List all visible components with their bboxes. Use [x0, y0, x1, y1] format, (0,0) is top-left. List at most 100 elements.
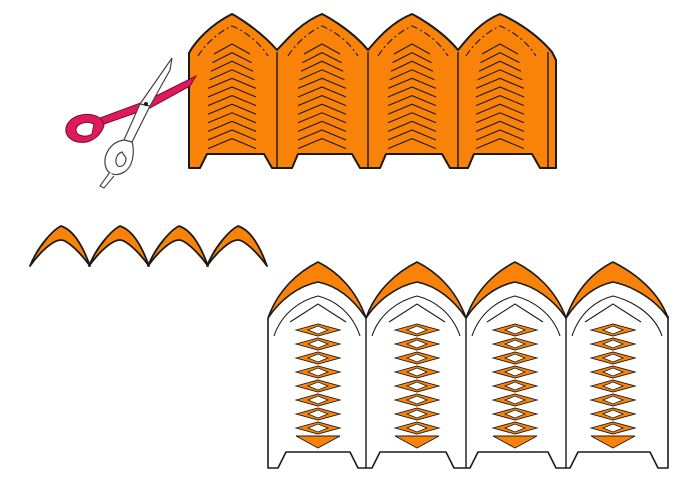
chevron-slit [297, 120, 347, 132]
chevron-slit [300, 60, 344, 72]
diamond-window [601, 367, 625, 377]
diamond-window [306, 395, 330, 405]
chevron-slit [387, 112, 437, 124]
inner-arch-line [471, 295, 561, 337]
diamond-window [306, 423, 330, 433]
chevron-slit [475, 77, 525, 89]
diamond-lattice [294, 323, 637, 449]
chevron-slit [392, 51, 432, 64]
chevron-slit [387, 95, 437, 107]
chevron-slits [207, 43, 525, 150]
chevron-slit [475, 103, 525, 115]
arch-cap [365, 261, 467, 319]
chevron-slit [297, 77, 347, 89]
diamond-window [405, 409, 429, 419]
arch-top-piece [206, 225, 268, 267]
diamond-window [405, 367, 429, 377]
diamond-window [601, 381, 625, 391]
inner-arch-line [273, 295, 361, 337]
panel-body [267, 316, 669, 469]
chevron-slit [299, 69, 345, 81]
diamond-window [306, 381, 330, 391]
diamond-window [405, 395, 429, 405]
diamond-base [295, 435, 341, 449]
inner-arch-peak [289, 303, 347, 323]
chevron-slit [297, 129, 347, 141]
arch-top-piece [29, 225, 91, 267]
diamond-base [492, 435, 538, 449]
chevron-slit [475, 112, 525, 124]
arch-top-piece [88, 225, 150, 267]
chevron-slit [297, 95, 347, 107]
diamond-window [405, 325, 429, 335]
chevron-slit [207, 77, 257, 89]
chevron-slit [475, 129, 525, 141]
diamond-window [601, 395, 625, 405]
chevron-slit [297, 86, 347, 98]
cut-arch-tops [29, 225, 268, 267]
diamond-window [306, 325, 330, 335]
chevron-slit [387, 103, 437, 115]
chevron-slit [475, 95, 525, 107]
scissors-grey-handle [104, 139, 134, 176]
dash-dot-arc [197, 25, 269, 57]
diamond-window [601, 353, 625, 363]
diamond-window [503, 353, 527, 363]
chevron-slit [297, 112, 347, 124]
diamond-window [503, 381, 527, 391]
finished-lantern-panel [267, 261, 669, 469]
diamond-window [306, 409, 330, 419]
diamond-window [405, 353, 429, 363]
dash-dot-cut-lines [197, 25, 537, 57]
chevron-slit [207, 103, 257, 115]
chevron-slit [389, 69, 435, 81]
diamond-window [503, 339, 527, 349]
arch-top-piece [147, 225, 209, 267]
chevron-slit [207, 86, 257, 98]
chevron-slit [387, 77, 437, 89]
diamond-window [405, 339, 429, 349]
diamond-window [601, 409, 625, 419]
chevron-slit [387, 86, 437, 98]
chevron-slit [393, 43, 431, 55]
chevron-slit [209, 69, 255, 81]
scissors-pink-handle [65, 113, 105, 143]
chevron-slit [477, 69, 523, 81]
chevron-slit [480, 51, 520, 64]
arch-cap [267, 261, 367, 319]
panel-arch-caps [267, 261, 669, 337]
fold-lines [276, 52, 549, 168]
chevron-slit [207, 129, 257, 141]
scissors-pivot [144, 102, 148, 106]
inner-arch-line [371, 295, 461, 337]
diamond-window [503, 423, 527, 433]
chevron-slit [387, 129, 437, 141]
diamond-window [503, 367, 527, 377]
chevron-slit [387, 138, 437, 150]
scissors-icon [65, 57, 198, 189]
diamond-window [503, 325, 527, 335]
chevron-slit [475, 120, 525, 132]
inner-arch-peak [388, 303, 446, 323]
dash-dot-arc [287, 25, 359, 57]
chevron-slit [297, 138, 347, 150]
diamond-base [394, 435, 440, 449]
chevron-slit [207, 120, 257, 132]
diamond-window [405, 423, 429, 433]
dash-dot-arc [465, 25, 537, 57]
diamond-window [601, 423, 625, 433]
diamond-base [590, 435, 636, 449]
diamond-window [503, 409, 527, 419]
chevron-slit [213, 43, 251, 55]
panel-dividers [365, 318, 567, 468]
chevron-slit [210, 60, 254, 72]
chevron-slit [387, 120, 437, 132]
chevron-slit [475, 86, 525, 98]
strip-body [188, 13, 557, 169]
chevron-slit [207, 138, 257, 150]
diamond-window [306, 339, 330, 349]
folded-orange-strip [188, 13, 557, 169]
arch-cap [565, 261, 669, 319]
chevron-slit [297, 103, 347, 115]
inner-arch-line [571, 295, 663, 337]
